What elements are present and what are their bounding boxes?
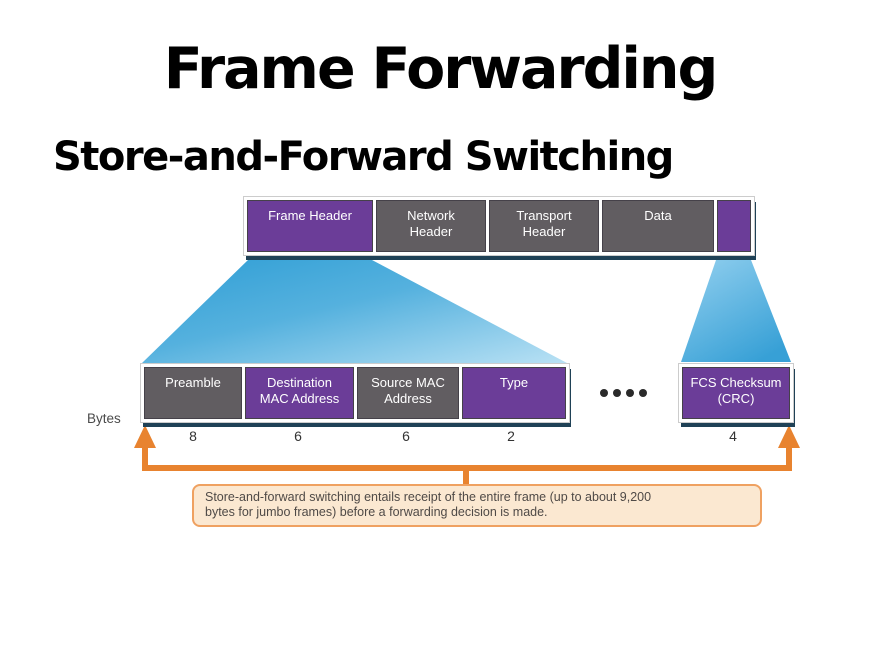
ellipsis-dots-icon — [600, 389, 647, 397]
section-subtitle: Store-and-Forward Switching — [53, 134, 674, 180]
ethernet-header-row: Preamble Destination MAC Address Source … — [140, 363, 570, 423]
byte-count-fcs: 4 — [729, 428, 737, 444]
right-up-arrowhead — [778, 425, 800, 448]
frame-span-bracket — [142, 444, 792, 471]
data-field: Data — [602, 200, 714, 252]
frame-header-field: Frame Header — [247, 200, 373, 252]
zoom-funnel-right — [681, 260, 791, 362]
store-and-forward-callout: Store-and-forward switching entails rece… — [192, 484, 762, 527]
encapsulated-frame-row: Frame Header Network Header Transport He… — [243, 196, 755, 256]
destination-mac-field: Destination MAC Address — [245, 367, 354, 419]
callout-line-2: bytes for jumbo frames) before a forward… — [205, 505, 548, 519]
byte-count-source-mac: 6 — [402, 428, 410, 444]
zoom-funnel-left — [142, 260, 567, 363]
network-header-field: Network Header — [376, 200, 486, 252]
byte-count-destination-mac: 6 — [294, 428, 302, 444]
frame-trailer-field — [717, 200, 751, 252]
page-title: Frame Forwarding — [163, 36, 719, 102]
transport-header-field: Transport Header — [489, 200, 599, 252]
byte-count-preamble: 8 — [189, 428, 197, 444]
left-up-arrowhead — [134, 425, 156, 448]
preamble-field: Preamble — [144, 367, 242, 419]
fcs-checksum-field: FCS Checksum (CRC) — [682, 367, 790, 419]
bytes-label: Bytes — [87, 411, 121, 426]
dot-icon — [613, 389, 621, 397]
dot-icon — [600, 389, 608, 397]
type-field: Type — [462, 367, 566, 419]
fcs-row: FCS Checksum (CRC) — [678, 363, 794, 423]
callout-line-1: Store-and-forward switching entails rece… — [205, 490, 652, 504]
dot-icon — [626, 389, 634, 397]
dot-icon — [639, 389, 647, 397]
source-mac-field: Source MAC Address — [357, 367, 459, 419]
byte-count-type: 2 — [507, 428, 515, 444]
